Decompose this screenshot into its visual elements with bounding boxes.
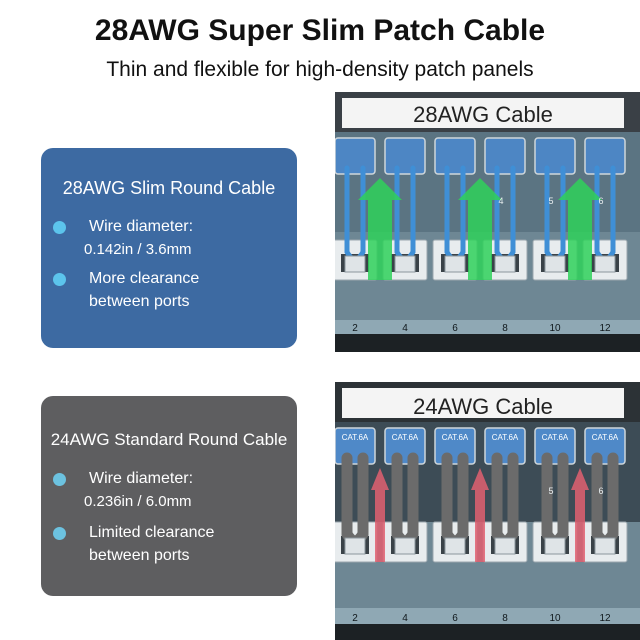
cable-plug (494, 537, 516, 555)
bullet-dot-icon (53, 473, 66, 486)
port-number: 2 (352, 613, 358, 624)
cable-plug (444, 537, 466, 555)
clearance-arrow-icon (458, 178, 502, 280)
bullet-dot-icon (53, 221, 66, 234)
port-number: 4 (402, 613, 408, 624)
standard-diameter-value: 0.236in / 6.0mm (84, 493, 192, 510)
port-number: 10 (549, 613, 561, 624)
slim-clearance-line1: More clearance (89, 270, 200, 287)
cable-plug (344, 255, 366, 273)
cable-label-strip (342, 388, 624, 418)
slim-diameter-label: Wire diameter: (89, 218, 194, 235)
cable-label-text: 28AWG Cable (413, 102, 553, 127)
upper-port-number: 6 (598, 486, 603, 496)
bullet-dot-icon (53, 527, 66, 540)
port-number: 6 (452, 613, 458, 624)
upper-jack (484, 137, 526, 175)
bullet-dot-icon (53, 273, 66, 286)
cable-plug (494, 255, 516, 273)
port-number: 12 (599, 613, 611, 624)
cable-label-strip (342, 98, 624, 128)
standard-cable-illustration: 24AWG Cable CAT.6A CAT.6A CAT.6A CAT.6A CAT.… (335, 382, 640, 640)
cable-plug (544, 255, 566, 273)
jack-label: CAT.6A (592, 433, 619, 442)
standard-clearance-line2: between ports (89, 547, 190, 564)
cable-plug (444, 255, 466, 273)
port-number: 10 (549, 323, 561, 334)
port-number: 8 (502, 613, 508, 624)
clearance-arrow-icon (358, 178, 402, 280)
slim-cable-patch-panel-photo: 28AWG Cable 4 5 6 2 4 6 8 10 12 (335, 92, 640, 352)
clearance-arrow-icon (371, 468, 389, 562)
clearance-arrow-icon (571, 468, 589, 562)
cable-plug (394, 537, 416, 555)
slim-clearance-line2: between ports (89, 293, 190, 310)
port-number: 6 (452, 323, 458, 334)
cable-plug (594, 255, 616, 273)
cable-label-text: 24AWG Cable (413, 394, 553, 419)
port-number: 12 (599, 323, 611, 334)
port-number: 4 (402, 323, 408, 334)
jack-label: CAT.6A (542, 433, 569, 442)
page-title: 28AWG Super Slim Patch Cable (94, 14, 546, 47)
standard-clearance-line1: Limited clearance (89, 524, 215, 541)
cable-plug (594, 537, 616, 555)
upper-port-number: 5 (548, 196, 553, 206)
standard-card-title: 24AWG Standard Round Cable (50, 430, 288, 449)
jack-label: CAT.6A (492, 433, 519, 442)
upper-jack (534, 137, 576, 175)
upper-jack (584, 137, 626, 175)
jack-label: CAT.6A (442, 433, 469, 442)
standard-diameter-label: Wire diameter: (89, 470, 194, 487)
port-number: 8 (502, 323, 508, 334)
standard-cable-card: 24AWG Standard Round Cable Wire diameter… (41, 396, 297, 596)
cable-plug (344, 537, 366, 555)
port-number: 2 (352, 323, 358, 334)
cable-plug (394, 255, 416, 273)
jack-label: CAT.6A (392, 433, 419, 442)
clearance-arrow-icon (558, 178, 602, 280)
upper-jack (335, 137, 376, 175)
page-subtitle: Thin and flexible for high-density patch… (106, 58, 534, 81)
standard-cable-patch-panel-photo: 24AWG Cable CAT.6A CAT.6A CAT.6A CAT.6A CAT.… (335, 382, 640, 640)
slim-diameter-value: 0.142in / 3.6mm (84, 241, 192, 258)
slim-card-title: 28AWG Slim Round Cable (62, 178, 276, 198)
upper-jack (384, 137, 426, 175)
clearance-arrow-icon (471, 468, 489, 562)
upper-jack (434, 137, 476, 175)
upper-port-number: 4 (498, 196, 503, 206)
upper-port-number: 6 (598, 196, 603, 206)
jack-label: CAT.6A (342, 433, 369, 442)
slim-cable-card: 28AWG Slim Round Cable Wire diameter: 0.… (41, 148, 297, 348)
cable-plug (544, 537, 566, 555)
upper-port-number: 5 (548, 486, 553, 496)
slim-cable-illustration: 28AWG Cable 4 5 6 2 4 6 8 10 12 (335, 92, 640, 352)
